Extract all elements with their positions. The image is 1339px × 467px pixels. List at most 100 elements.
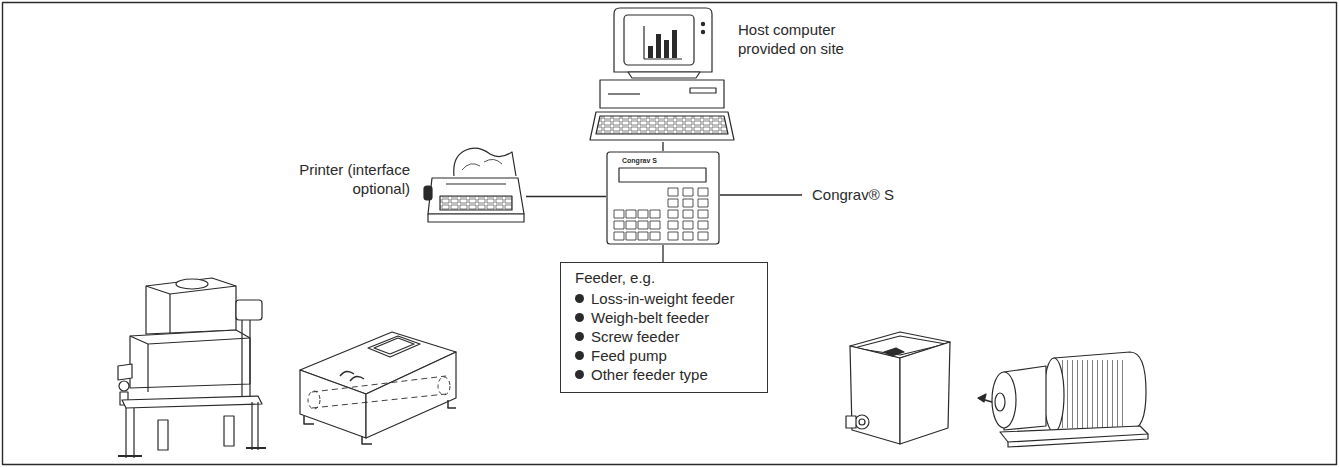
- loss-in-weight-feeder-illustration-part: [236, 300, 262, 320]
- controller-illustration-part: [668, 199, 678, 207]
- controller-illustration-part: [619, 168, 706, 182]
- tank-illustration-part: [884, 348, 904, 356]
- box-heading: Feeder, e.g.: [575, 268, 753, 287]
- controller-illustration-part: [698, 199, 708, 207]
- controller-illustration-part: [650, 232, 660, 240]
- computer-illustration: [590, 8, 734, 140]
- loss-in-weight-feeder-illustration-part: [169, 294, 170, 336]
- controller-illustration-part: [607, 152, 719, 244]
- controller-illustration-part: [638, 210, 648, 218]
- loss-in-weight-feeder-illustration-part: [118, 448, 266, 456]
- weigh-belt-feeder-illustration-part: [368, 336, 420, 357]
- controller-illustration-part: [683, 188, 693, 196]
- weigh-belt-feeder-illustration-part: [350, 376, 364, 381]
- pump-illustration-part: [1008, 434, 1148, 447]
- loss-in-weight-feeder-illustration-part: [147, 344, 148, 392]
- list-item: Feed pump: [575, 346, 753, 365]
- weigh-belt-feeder-illustration-part: [438, 377, 450, 395]
- loss-in-weight-feeder-illustration-part: [146, 278, 236, 334]
- loss-in-weight-feeder-illustration-part: [241, 320, 242, 400]
- loss-in-weight-feeder-illustration-part: [118, 364, 132, 380]
- connector-line: [662, 142, 663, 151]
- controller-illustration-part: [650, 221, 660, 229]
- list-item: Other feeder type: [575, 365, 753, 384]
- pump-illustration-part: [1044, 358, 1064, 432]
- tank-illustration-part: [900, 342, 950, 444]
- controller-illustration-part: [698, 210, 708, 218]
- weigh-belt-feeder-illustration-part: [300, 370, 366, 438]
- controller-illustration-part: [683, 199, 693, 207]
- host-computer-node: Host computer provided on site: [598, 3, 734, 142]
- controller-illustration-part: [626, 232, 636, 240]
- computer-illustration-part: [672, 30, 677, 58]
- printer-illustration-part: [428, 214, 524, 222]
- tank-illustration-part: [855, 415, 869, 429]
- controller-illustration-part: [683, 232, 693, 240]
- controller-node: Congrav® S: [606, 151, 720, 245]
- weigh-belt-feeder-illustration: [300, 332, 456, 444]
- printer-illustration-part: [424, 186, 432, 200]
- loss-in-weight-feeder-illustration-part: [158, 420, 168, 450]
- device-label: Printer (interface optional): [260, 160, 410, 198]
- controller-illustration: [607, 152, 719, 244]
- computer-illustration-part: [614, 8, 712, 72]
- computer-illustration-part: [608, 93, 640, 94]
- pump-illustration-part: [978, 394, 986, 402]
- controller-illustration-part: [698, 232, 708, 240]
- controller-illustration-part: [614, 221, 624, 229]
- loss-in-weight-feeder-illustration-part: [122, 396, 262, 408]
- loss-in-weight-feeder-illustration-part: [224, 416, 234, 446]
- weigh-belt-feeder-illustration-part: [308, 391, 320, 409]
- controller-illustration-part: [638, 221, 648, 229]
- pump-illustration-part: [992, 372, 1016, 428]
- list-item: Weigh-belt feeder: [575, 308, 753, 327]
- loss-in-weight-feeder-illustration-part: [249, 320, 250, 400]
- device-label: Host computer provided on site: [738, 20, 866, 58]
- loss-in-weight-feeder-illustration-part: [130, 336, 250, 344]
- leader-line: [720, 194, 802, 195]
- loss-in-weight-feeder-illustration-part: [126, 402, 258, 458]
- pump-illustration-part: [1060, 360, 1126, 428]
- connector-line: [526, 196, 606, 197]
- computer-illustration-part: [701, 30, 704, 33]
- pump-illustration-part: [995, 393, 1005, 411]
- feeder-box: Feeder, e.g.Loss-in-weight feederWeigh-b…: [560, 262, 768, 393]
- tank-illustration-part: [846, 416, 856, 428]
- computer-illustration-part: [656, 34, 661, 58]
- controller-illustration-part: [614, 210, 624, 218]
- controller-illustration-part: [683, 210, 693, 218]
- controller-illustration-part: [668, 210, 678, 218]
- printer-illustration-part: [462, 159, 502, 170]
- weigh-belt-feeder-illustration-part: [366, 352, 456, 438]
- computer-illustration-part: [701, 22, 704, 25]
- controller-illustration-part: [638, 232, 648, 240]
- controller-illustration-part: [683, 221, 693, 229]
- device-logo: Congrav S: [622, 157, 657, 165]
- computer-illustration-part: [643, 26, 644, 59]
- computer-illustration-part: [664, 40, 669, 58]
- computer-illustration-part: [624, 15, 694, 65]
- printer-illustration-part: [440, 196, 512, 210]
- loss-in-weight-feeder-illustration-part: [119, 381, 129, 391]
- weigh-belt-feeder-illustration-part: [312, 376, 446, 408]
- controller-illustration-part: [698, 188, 708, 196]
- computer-illustration-part: [600, 80, 724, 108]
- loss-in-weight-feeder-illustration-part: [176, 279, 208, 289]
- controller-illustration-part: [668, 232, 678, 240]
- device-label: Congrav® S: [812, 185, 894, 204]
- printer-illustration: [424, 148, 524, 222]
- frame: [3, 3, 1337, 465]
- controller-illustration-part: [698, 221, 708, 229]
- controller-illustration-part: [626, 210, 636, 218]
- controller-illustration-part: [650, 210, 660, 218]
- printer-illustration-part: [454, 148, 516, 176]
- pump-illustration-part: [1054, 352, 1146, 432]
- printer-illustration-part: [446, 183, 506, 184]
- controller-illustration-part: [614, 188, 708, 240]
- computer-illustration-part: [596, 116, 728, 134]
- list-item: Screw feeder: [575, 327, 753, 346]
- computer-illustration-part: [644, 58, 682, 59]
- weigh-belt-feeder-illustration-part: [304, 400, 456, 444]
